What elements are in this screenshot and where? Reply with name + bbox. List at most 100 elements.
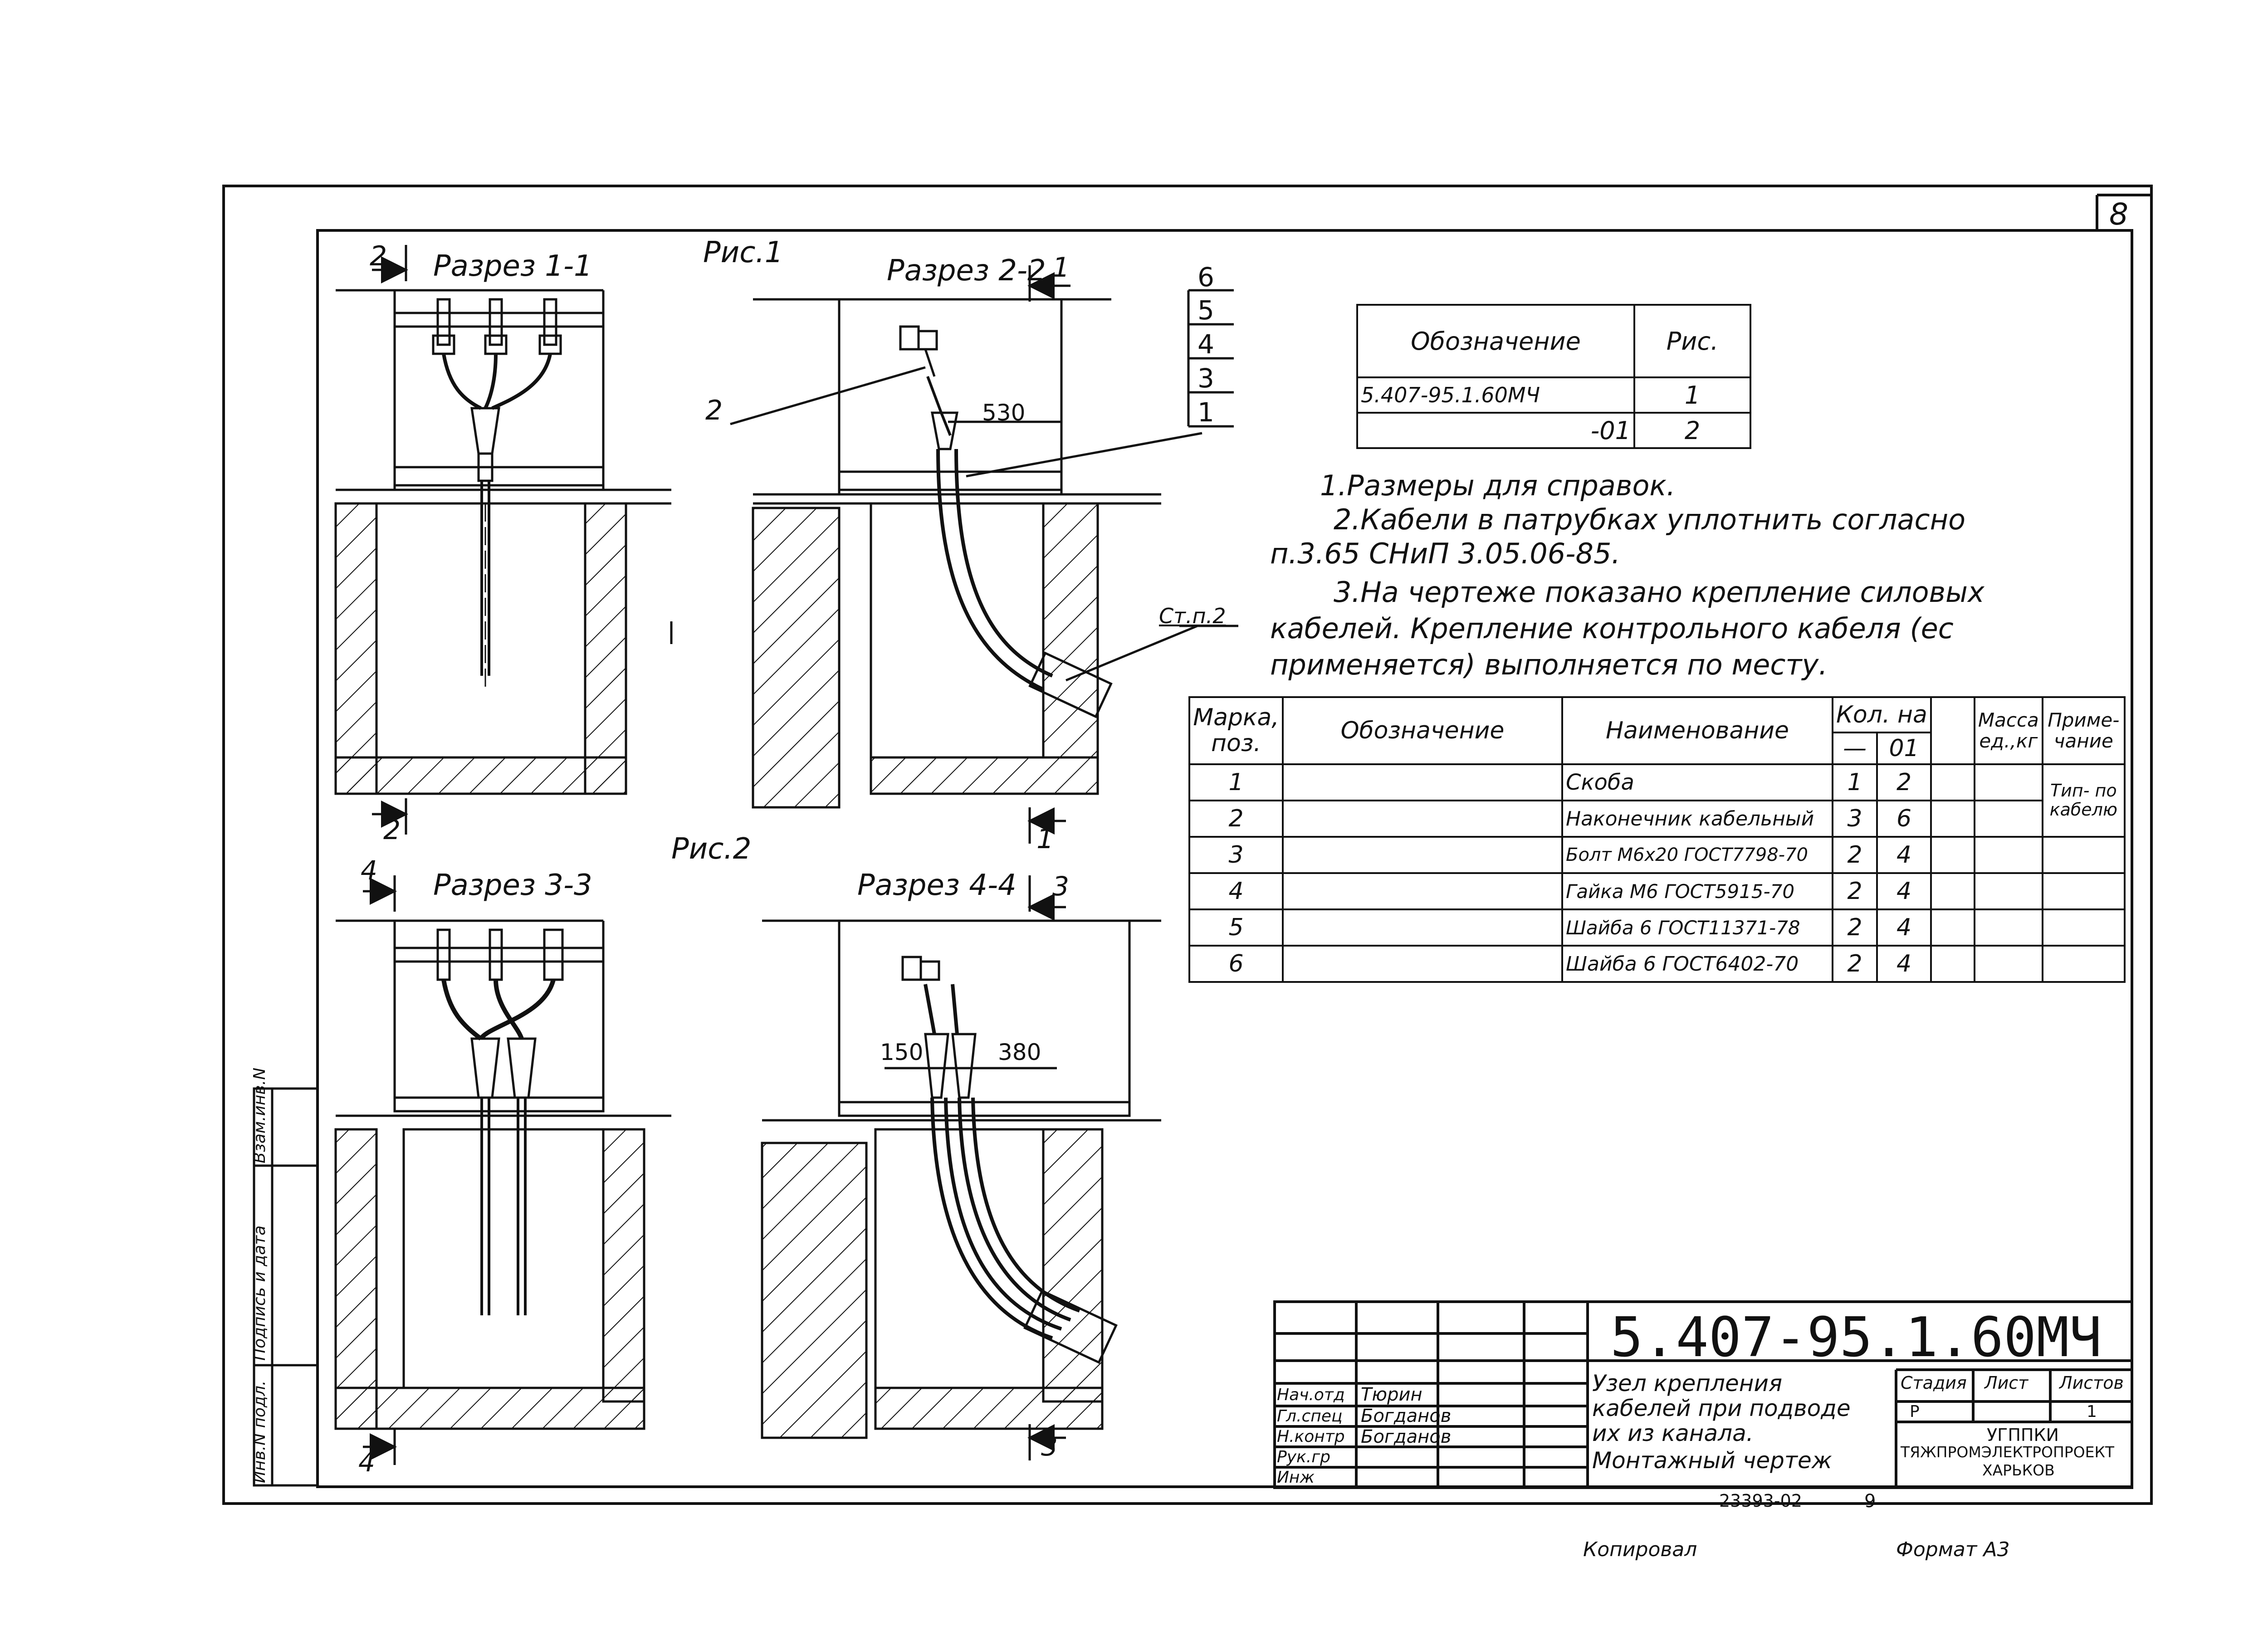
figure-header: Рис. (1633, 304, 1751, 378)
callout-4: 4 (1198, 329, 1214, 360)
note-1: 1.Размеры для справок. (1320, 469, 1676, 502)
side-stamp (253, 1087, 319, 1487)
spec-row-4-name: Гайка М6 ГОСТ5915-70 (1561, 872, 1833, 910)
stage-value: Р (1910, 1402, 1920, 1421)
page-number: 9 (1864, 1491, 1876, 1512)
spec-row-6-mass (1973, 945, 2043, 983)
spec-row-2-name: Наконечник кабельный (1561, 800, 1833, 838)
role-5: Инж (1277, 1468, 1315, 1487)
section-2-2-title: Разрез 2-2 (887, 254, 1046, 288)
spec-row-6-pos: 6 (1188, 945, 1284, 983)
spec-row-3-gap (1930, 836, 1975, 874)
spec-row-3-mass (1973, 836, 2043, 874)
side-stamp-replace: Взам.инв.N (250, 1067, 269, 1163)
spec-row-6-qty-b: 4 (1876, 945, 1932, 983)
callout-5: 5 (1198, 295, 1214, 326)
section-2-2-cut-marks (1027, 265, 1070, 844)
designation-row-1: 5.407-95.1.60МЧ (1356, 376, 1635, 414)
section-2-2-dimension: 530 (982, 400, 1026, 426)
figure-2-label: Рис.2 (671, 832, 752, 866)
note-2: 2.Кабели в патрубках уплотнить согласно (1334, 503, 1966, 536)
title-block-lines (1273, 1300, 2133, 1489)
spec-header-designation: Обозначение (1282, 696, 1563, 765)
section-2-2-cut-top: 1 (1052, 252, 1070, 283)
spec-row-6-designation (1282, 945, 1563, 983)
copied-label: Копировал (1583, 1538, 1697, 1561)
section-3-3-title: Разрез 3-3 (433, 869, 592, 902)
archive-number: 23393-02 (1719, 1491, 1802, 1511)
spec-note-text: Тип- по кабелю (2041, 763, 2126, 838)
spec-row-1-gap (1930, 763, 1975, 801)
name-3: Богданов (1361, 1426, 1452, 1447)
spec-header-name: Наименование (1561, 696, 1833, 765)
spec-row-4-gap (1930, 872, 1975, 910)
spec-row-6-gap (1930, 945, 1975, 983)
spec-row-5-designation (1282, 908, 1563, 947)
spec-row-3-qty-a: 2 (1831, 836, 1878, 874)
spec-row-1-mass (1973, 763, 2043, 801)
name-1: Тюрин (1361, 1384, 1422, 1405)
org-line-1: УГППКИ (1987, 1425, 2059, 1445)
specification-table: Марка, поз. Обозначение Наименование Кол… (1188, 696, 2126, 983)
spec-row-1-qty-b: 2 (1876, 763, 1932, 801)
callout-1: 1 (1198, 397, 1214, 428)
role-4: Рук.гр (1277, 1448, 1330, 1466)
sheet-number: 8 (2109, 197, 2128, 232)
designation-table: Обозначение Рис. 5.407-95.1.60МЧ 1 -01 2 (1356, 304, 1751, 449)
title-description-line-2: кабелей при подводе (1592, 1395, 1851, 1421)
spec-row-3-name: Болт М6х20 ГОСТ7798-70 (1561, 836, 1833, 874)
spec-row-6-note (2041, 945, 2126, 983)
spec-row-3-note (2041, 836, 2126, 874)
section-4-4-cut-marks (1027, 875, 1066, 1460)
spec-row-3-designation (1282, 836, 1563, 874)
sheet-header: Лист (1984, 1373, 2028, 1393)
spec-row-4-note (2041, 872, 2126, 910)
spec-row-2-mass (1973, 800, 2043, 838)
spec-header-qty-a: — (1831, 732, 1878, 765)
stage-header: Стадия (1901, 1373, 1967, 1393)
section-1-1-title: Разрез 1-1 (433, 249, 592, 283)
spec-row-4-designation (1282, 872, 1563, 910)
side-stamp-inv: Инв.N подл. (250, 1380, 269, 1483)
figure-row-1: 1 (1633, 376, 1751, 414)
spec-row-1-designation (1282, 763, 1563, 801)
section-1-1-cut-top: 2 (370, 240, 387, 272)
designation-header: Обозначение (1356, 304, 1635, 378)
callout-6: 6 (1198, 262, 1214, 293)
section-4-4-cut-bottom: 3 (1041, 1431, 1058, 1462)
sheet-frame (222, 185, 2153, 1505)
spec-header-note: Приме- чание (2041, 696, 2126, 765)
section-3-3-cut-top: 4 (361, 855, 377, 886)
spec-row-1-pos: 1 (1188, 763, 1284, 801)
note-3-end: применяется) выполняется по месту. (1270, 648, 1828, 681)
section-1-1-cut-bottom: 2 (383, 814, 401, 846)
title-description-line-1: Узел крепления (1592, 1370, 1783, 1397)
section-1-1-drawing (334, 289, 673, 795)
org-line-2: ТЯЖПРОМЭЛЕКТРОПРОЕКТ (1901, 1443, 2115, 1461)
section-4-4-cut-top: 3 (1052, 871, 1069, 902)
callout-column (1187, 289, 1234, 428)
section-4-4-dim-left: 150 (880, 1039, 924, 1065)
spec-row-5-name: Шайба 6 ГОСТ11371-78 (1561, 908, 1833, 947)
role-2: Гл.спец (1277, 1407, 1343, 1426)
spec-row-5-mass (1973, 908, 2043, 947)
section-3-3-cut-marks (363, 875, 397, 1465)
note-2-cont: п.3.65 СНиП 3.05.06-85. (1270, 537, 1621, 570)
spec-row-5-pos: 5 (1188, 908, 1284, 947)
spec-row-4-mass (1973, 872, 2043, 910)
spec-row-5-qty-a: 2 (1831, 908, 1878, 947)
role-3: Н.контр (1277, 1427, 1345, 1446)
title-description-line-3: их из канала. (1592, 1420, 1754, 1446)
format-label: Формат А3 (1896, 1538, 2010, 1561)
spec-header-mass: Масса ед.,кг (1973, 696, 2043, 765)
spec-row-5-note (2041, 908, 2126, 947)
spec-row-3-pos: 3 (1188, 836, 1284, 874)
spec-row-4-pos: 4 (1188, 872, 1284, 910)
sheets-value: 1 (2087, 1402, 2097, 1421)
spec-row-2-qty-b: 6 (1876, 800, 1932, 838)
section-4-4-dim-right: 380 (998, 1039, 1041, 1065)
section-1-1-cut-marks (372, 245, 408, 835)
callout-3: 3 (1198, 363, 1214, 394)
spec-row-4-qty-b: 4 (1876, 872, 1932, 910)
